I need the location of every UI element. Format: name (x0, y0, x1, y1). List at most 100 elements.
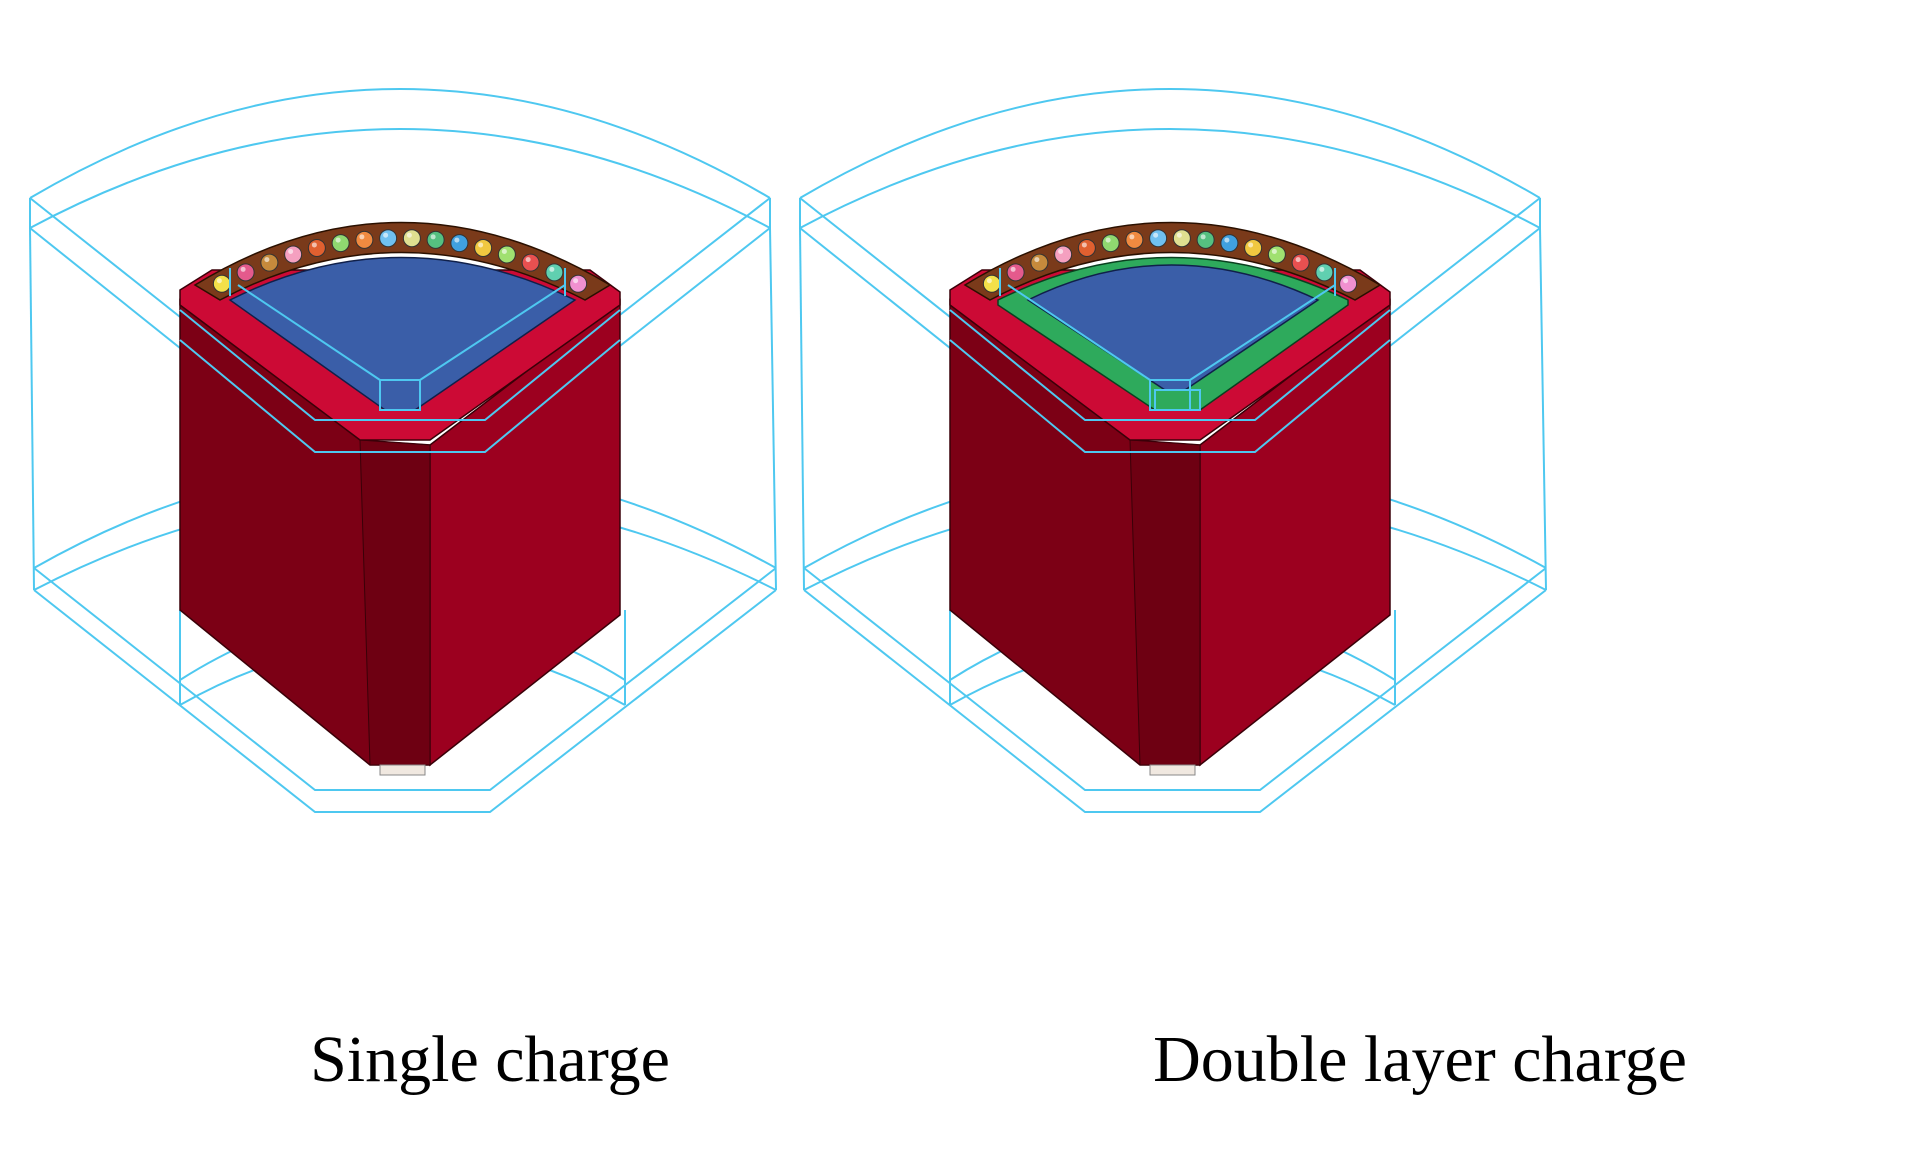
casing-chamfer-face (1129, 439, 1201, 766)
wireframe-front (949, 339, 1391, 453)
liner-ring (963, 221, 1382, 301)
wireframe-edge (29, 227, 35, 591)
inner-layer-core (1154, 389, 1201, 411)
wireframe-edge (769, 227, 777, 591)
fragment-highlight (501, 248, 507, 254)
fragment-ball (379, 229, 398, 248)
core-wireframe (1149, 379, 1191, 411)
fragment-highlight (1176, 232, 1182, 238)
wireframe-bottom-diagonal (803, 567, 1547, 791)
fragment-highlight (454, 237, 460, 243)
fragment-ball (450, 234, 469, 253)
double-layer-charge-model (799, 88, 1547, 813)
fragment-highlight (549, 266, 555, 272)
fragment-highlight (573, 278, 579, 284)
wireframe-inner-top-arc (29, 128, 771, 229)
wireframe-outer-top-arc (799, 88, 1541, 199)
fragment-highlight (430, 234, 436, 240)
fragment-ball (1054, 245, 1073, 264)
explosive-top (228, 256, 577, 411)
fragment-highlight (1248, 242, 1254, 248)
fragment-highlight (264, 257, 270, 263)
wireframe-edge (419, 284, 566, 381)
fragment-ball (426, 230, 445, 249)
fragment-ball (1244, 238, 1263, 257)
fragment-ball (1339, 274, 1358, 293)
fragment-highlight (406, 232, 412, 238)
wireframe-front (949, 309, 1391, 421)
fragment-highlight (478, 242, 484, 248)
fragment-highlight (525, 257, 531, 263)
fragment-ball (1125, 230, 1144, 249)
liner-ring (193, 221, 612, 301)
wireframe-edge (1189, 284, 1336, 381)
explosive-top (1026, 264, 1320, 391)
base-plug (379, 764, 426, 776)
wireframe-edge (1539, 227, 1547, 591)
fragment-ball (331, 234, 350, 253)
fragment-highlight (1319, 266, 1325, 272)
double-layer-charge-caption: Double layer charge (1153, 1023, 1687, 1096)
single-charge-caption: Single charge (310, 1023, 670, 1096)
fragment-ball (284, 245, 303, 264)
fragment-highlight (1129, 234, 1135, 240)
fragment-ball (497, 245, 516, 264)
fragment-highlight (335, 237, 341, 243)
fragment-highlight (1224, 237, 1230, 243)
fragment-highlight (1105, 237, 1111, 243)
fragment-ball (1006, 263, 1025, 282)
fragment-highlight (1295, 257, 1301, 263)
fragment-highlight (1010, 266, 1016, 272)
fragment-ball (569, 274, 588, 293)
fragment-highlight (1343, 278, 1349, 284)
fragment-ball (1267, 245, 1286, 264)
wireframe-edge (1007, 284, 1151, 381)
fragment-ball (545, 263, 564, 282)
wireframe-inner-top-arc (799, 128, 1541, 229)
wireframe-bottom-diagonal (33, 589, 777, 813)
casing-chamfer-face (359, 439, 431, 766)
fragment-ball (474, 238, 493, 257)
fragment-ball (1220, 234, 1239, 253)
core-wireframe (379, 379, 421, 411)
fragment-highlight (311, 242, 317, 248)
wireframe-edge (799, 227, 805, 591)
fragment-highlight (1081, 242, 1087, 248)
fragment-highlight (1058, 248, 1064, 254)
fragment-highlight (1153, 232, 1159, 238)
fragment-ball (1149, 229, 1168, 248)
fragment-highlight (240, 266, 246, 272)
fragment-ball (355, 230, 374, 249)
fragment-highlight (383, 232, 389, 238)
fragment-highlight (1034, 257, 1040, 263)
wireframe-outer-top-arc (29, 88, 771, 199)
fragment-highlight (1200, 234, 1206, 240)
fragment-ball (982, 274, 1001, 293)
fragment-highlight (359, 234, 365, 240)
fragment-ball (236, 263, 255, 282)
fragment-highlight (1271, 248, 1277, 254)
fragment-ball (402, 229, 421, 248)
fragment-highlight (288, 248, 294, 254)
wireframe-front (179, 339, 621, 453)
single-charge-model (29, 88, 777, 813)
fragment-ball (1315, 263, 1334, 282)
fragment-ball (521, 253, 540, 272)
wireframe-front (179, 309, 621, 421)
fragment-ball (307, 238, 326, 257)
fragment-ball (260, 253, 279, 272)
base-plug (1149, 764, 1196, 776)
wireframe-bottom-diagonal (803, 589, 1547, 813)
fragment-ball (1077, 238, 1096, 257)
fragment-ball (1172, 229, 1191, 248)
fragment-ball (212, 274, 231, 293)
fragment-ball (1291, 253, 1310, 272)
wireframe-edge (237, 284, 381, 381)
wireframe-bottom-diagonal (33, 567, 777, 791)
fragment-ball (1030, 253, 1049, 272)
fragment-ball (1101, 234, 1120, 253)
fragment-highlight (986, 278, 992, 284)
fragment-highlight (216, 278, 222, 284)
fragment-ball (1196, 230, 1215, 249)
